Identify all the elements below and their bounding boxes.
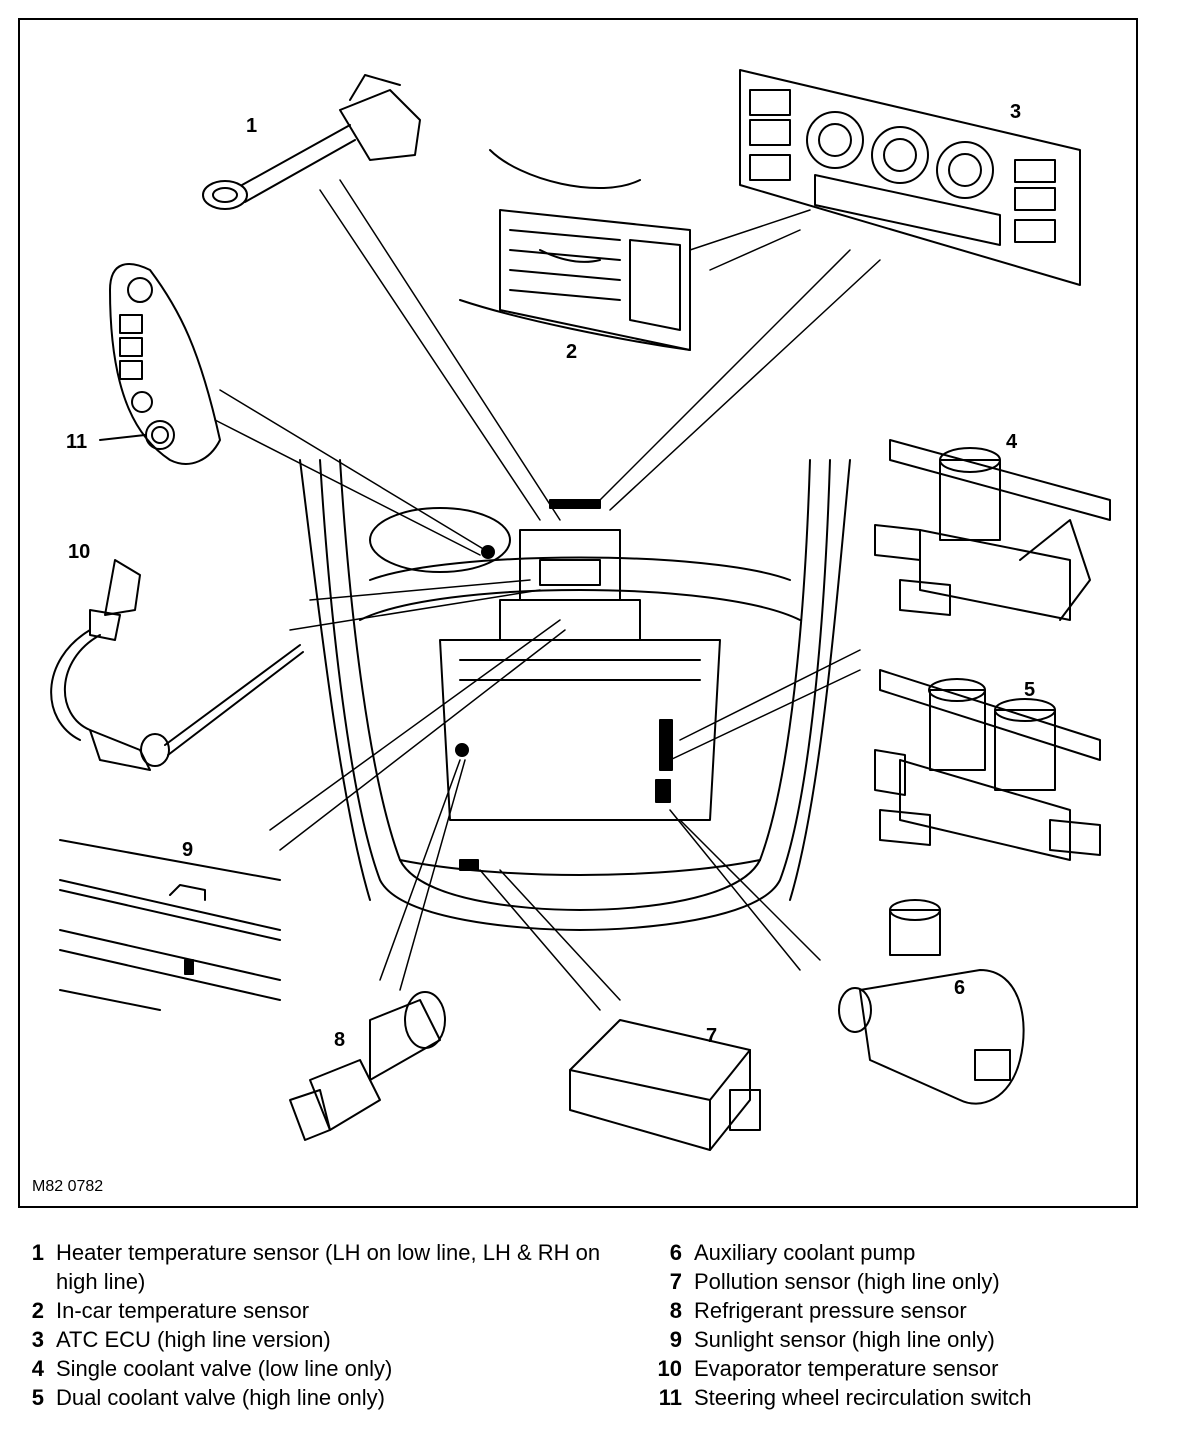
legend-text: In-car temperature sensor	[56, 1298, 310, 1323]
heater-temperature-sensor-drawing	[202, 74, 421, 210]
legend-text: Dual coolant valve (high line only)	[56, 1385, 385, 1410]
legend-text: ATC ECU (high line version)	[56, 1327, 331, 1352]
legend-text: Sunlight sensor (high line only)	[694, 1327, 995, 1352]
steering-wheel-switch-drawing	[99, 263, 221, 465]
legend-right-column: 6 Auxiliary coolant pump 7 Pollution sen…	[648, 1238, 1168, 1412]
callout-9: 9	[182, 839, 194, 861]
legend-item: 2 In-car temperature sensor	[26, 1296, 626, 1325]
legend-text: Heater temperature sensor (LH on low lin…	[56, 1240, 601, 1294]
auxiliary-coolant-pump-drawing	[838, 899, 1025, 1105]
legend-number: 6	[669, 1240, 682, 1265]
leader-lines	[214, 179, 881, 1011]
vehicle-interior-drawing	[299, 459, 851, 931]
legend-text: Steering wheel recirculation switch	[694, 1385, 1032, 1410]
legend-item: 4 Single coolant valve (low line only)	[26, 1354, 626, 1383]
callout-8: 8	[334, 1029, 346, 1051]
figure-reference: M82 0782	[32, 1178, 104, 1195]
evaporator-temperature-sensor-drawing	[50, 559, 304, 771]
legend-number: 4	[31, 1356, 44, 1381]
legend-number: 10	[657, 1356, 682, 1381]
single-coolant-valve-drawing	[874, 439, 1111, 621]
in-car-temperature-sensor-drawing	[459, 149, 691, 351]
callout-6: 6	[954, 977, 966, 999]
legend-number: 8	[669, 1298, 682, 1323]
legend-number: 2	[31, 1298, 44, 1323]
legend-text: Auxiliary coolant pump	[694, 1240, 916, 1265]
legend-item: 9 Sunlight sensor (high line only)	[648, 1325, 1168, 1354]
legend-text: Refrigerant pressure sensor	[694, 1298, 967, 1323]
legend-number: 11	[658, 1385, 682, 1410]
legend-item: 10 Evaporator temperature sensor	[648, 1354, 1168, 1383]
legend-number: 7	[669, 1269, 682, 1294]
legend-text: Single coolant valve (low line only)	[56, 1356, 393, 1381]
callout-10: 10	[68, 541, 91, 563]
diagram-artwork	[50, 69, 1111, 1151]
legend: 1 Heater temperature sensor (LH on low l…	[0, 1228, 1184, 1438]
component-location-figure: 1 2 3 4 5 6 7 8 9 10 11 M82 0782	[18, 18, 1138, 1208]
refrigerant-pressure-sensor-drawing	[289, 991, 446, 1141]
legend-item: 6 Auxiliary coolant pump	[648, 1238, 1168, 1267]
legend-text: Pollution sensor (high line only)	[694, 1269, 1000, 1294]
legend-number: 5	[31, 1385, 44, 1410]
legend-number: 1	[31, 1240, 44, 1265]
dual-coolant-valve-drawing	[874, 669, 1101, 861]
legend-text: Evaporator temperature sensor	[694, 1356, 999, 1381]
legend-item: 5 Dual coolant valve (high line only)	[26, 1383, 626, 1412]
legend-left-column: 1 Heater temperature sensor (LH on low l…	[26, 1238, 626, 1412]
legend-item: 7 Pollution sensor (high line only)	[648, 1267, 1168, 1296]
pollution-sensor-drawing	[569, 1019, 761, 1151]
atc-ecu-panel-drawing	[739, 69, 1081, 286]
callout-1: 1	[246, 115, 258, 137]
legend-item: 3 ATC ECU (high line version)	[26, 1325, 626, 1354]
callout-5: 5	[1024, 679, 1036, 701]
legend-number: 9	[669, 1327, 682, 1352]
callout-11: 11	[66, 431, 88, 453]
callout-4: 4	[1006, 431, 1018, 453]
sunlight-sensor-drawing	[59, 839, 281, 1011]
legend-item: 11 Steering wheel recirculation switch	[648, 1383, 1168, 1412]
callout-7: 7	[706, 1025, 718, 1047]
callout-3: 3	[1010, 101, 1022, 123]
legend-item: 1 Heater temperature sensor (LH on low l…	[26, 1238, 626, 1296]
legend-item: 8 Refrigerant pressure sensor	[648, 1296, 1168, 1325]
callout-2: 2	[566, 341, 578, 363]
legend-number: 3	[31, 1327, 44, 1352]
